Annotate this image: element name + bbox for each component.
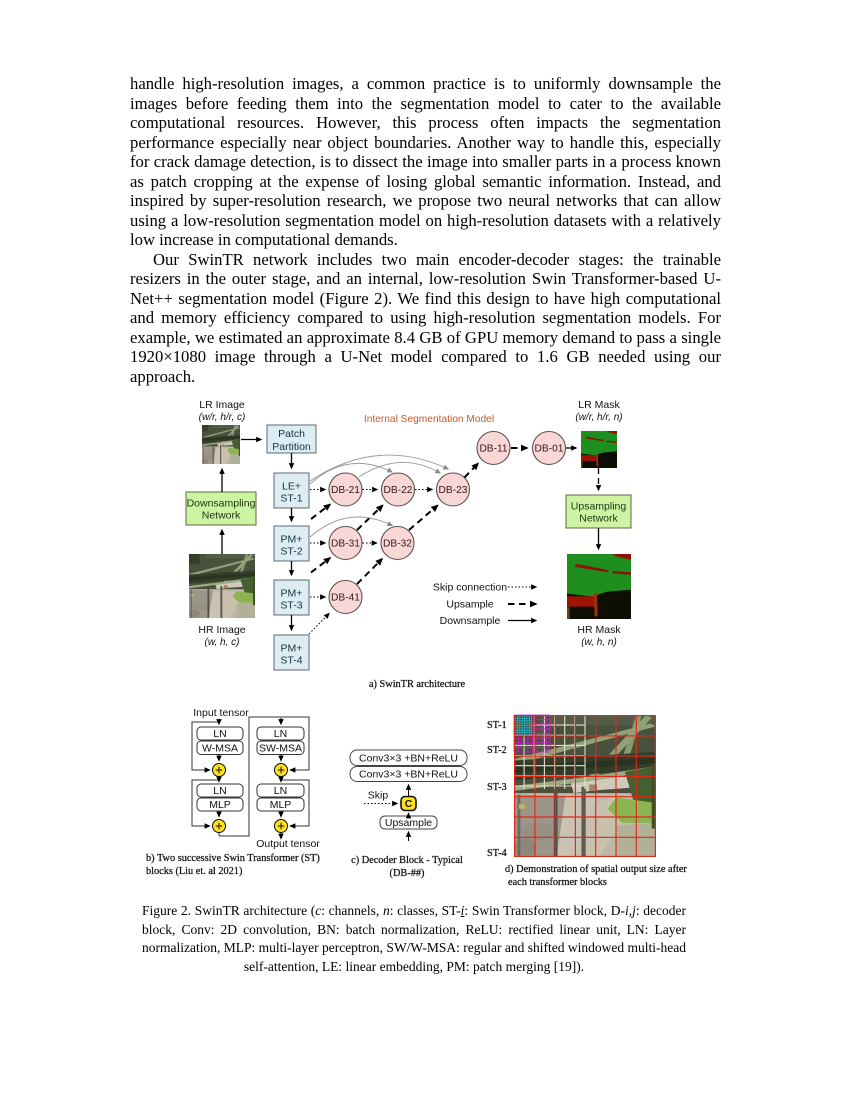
svg-text:DB-31: DB-31 (331, 539, 360, 550)
svg-text:LN: LN (213, 785, 226, 797)
svg-text:LN: LN (274, 728, 287, 740)
svg-text:W-MSA: W-MSA (202, 743, 238, 755)
svg-text:ST-2: ST-2 (280, 546, 302, 558)
svg-text:ST-4: ST-4 (487, 848, 507, 859)
svg-text:LN: LN (213, 728, 226, 740)
svg-text:ST-1: ST-1 (280, 493, 302, 505)
svg-text:C: C (405, 798, 413, 810)
svg-text:(w, h, c): (w, h, c) (204, 637, 239, 648)
svg-text:c) Decoder Block - Typical: c) Decoder Block - Typical (351, 855, 463, 866)
svg-text:Patch: Patch (278, 428, 305, 440)
svg-text:Upsampling: Upsampling (571, 501, 627, 513)
svg-text:DB-41: DB-41 (331, 593, 360, 604)
svg-text:DB-32: DB-32 (383, 539, 412, 550)
svg-text:SW-MSA: SW-MSA (259, 743, 302, 755)
svg-text:Partition: Partition (272, 441, 311, 453)
svg-text:Downsample: Downsample (440, 615, 501, 627)
svg-text:LE+: LE+ (282, 481, 301, 493)
svg-text:MLP: MLP (209, 799, 231, 811)
svg-text:a) SwinTR architecture: a) SwinTR architecture (369, 679, 465, 690)
svg-text:Output tensor: Output tensor (256, 838, 320, 850)
svg-text:(w, h, n): (w, h, n) (581, 637, 617, 648)
svg-text:DB-01: DB-01 (535, 444, 564, 455)
svg-text:Downsampling: Downsampling (187, 498, 256, 510)
svg-text:Skip connection: Skip connection (433, 582, 507, 594)
svg-text:DB-21: DB-21 (331, 485, 360, 496)
svg-text:LR Image: LR Image (199, 399, 245, 411)
svg-text:Upsample: Upsample (446, 599, 493, 611)
svg-text:HR Image: HR Image (198, 624, 245, 636)
svg-text:DB-22: DB-22 (384, 485, 413, 496)
svg-text:(w/r, h/r, c): (w/r, h/r, c) (199, 412, 246, 423)
svg-text:PM+: PM+ (281, 643, 303, 655)
svg-text:Conv3×3 +BN+ReLU: Conv3×3 +BN+ReLU (359, 753, 458, 765)
svg-text:DB-11: DB-11 (479, 444, 507, 455)
svg-text:LN: LN (274, 785, 287, 797)
svg-text:ST-3: ST-3 (280, 600, 302, 612)
svg-text:HR Mask: HR Mask (577, 624, 621, 636)
svg-text:DB-23: DB-23 (439, 485, 468, 496)
svg-text:Input tensor: Input tensor (193, 707, 249, 719)
svg-text:ST-1: ST-1 (487, 720, 507, 731)
svg-text:PM+: PM+ (281, 534, 303, 546)
svg-text:Network: Network (202, 510, 241, 522)
svg-text:ST-3: ST-3 (487, 782, 507, 793)
svg-text:(DB-##): (DB-##) (390, 868, 425, 879)
svg-text:each transformer blocks: each transformer blocks (508, 877, 607, 888)
svg-text:blocks (Liu et. al 2021): blocks (Liu et. al 2021) (146, 866, 242, 877)
svg-text:PM+: PM+ (281, 588, 303, 600)
svg-text:MLP: MLP (270, 799, 292, 811)
svg-text:Internal Segmentation Model: Internal Segmentation Model (364, 414, 494, 425)
svg-text:(w/r, h/r, n): (w/r, h/r, n) (575, 412, 622, 423)
svg-text:ST-4: ST-4 (280, 655, 302, 667)
svg-text:b) Two successive Swin Transfo: b) Two successive Swin Transformer (ST) (146, 853, 320, 864)
svg-text:Network: Network (579, 513, 618, 525)
svg-text:d) Demonstration of spatial ou: d) Demonstration of spatial output size … (505, 864, 687, 875)
svg-text:Conv3×3 +BN+ReLU: Conv3×3 +BN+ReLU (359, 769, 458, 781)
svg-text:LR Mask: LR Mask (578, 399, 620, 411)
svg-text:ST-2: ST-2 (487, 745, 507, 756)
svg-text:Upsample: Upsample (385, 817, 432, 829)
svg-text:Skip: Skip (368, 790, 389, 802)
